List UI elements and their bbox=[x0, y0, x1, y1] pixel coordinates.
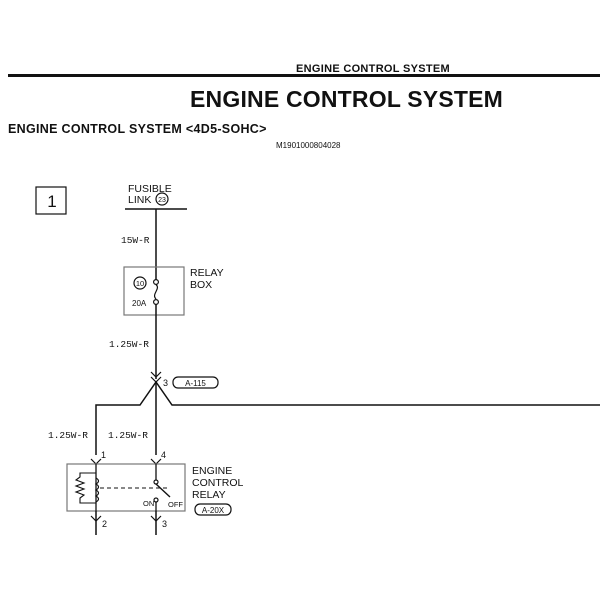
connector-a115-label-box bbox=[172, 376, 219, 389]
wire-label-left: 1.25W-R bbox=[48, 430, 88, 441]
relay-box-fuse-rating: 20A bbox=[132, 299, 147, 308]
ecr-switch-on-label: ON bbox=[143, 499, 154, 508]
ecr-switch-pivot bbox=[153, 479, 159, 485]
ecr-pin4-chevron bbox=[150, 458, 162, 465]
ecr-pin-bottom-right: 3 bbox=[162, 519, 167, 529]
ecr-pin-top-right: 4 bbox=[161, 450, 166, 460]
wire-label-mid: 1.25W-R bbox=[109, 339, 149, 350]
connector-a115-id: A-115 bbox=[185, 379, 206, 388]
relay-box-fuse-number-circle bbox=[133, 276, 147, 290]
document-code: M1901000804028 bbox=[276, 141, 341, 150]
ecr-connector-id: A-20X bbox=[202, 506, 225, 515]
section-number-box bbox=[35, 186, 67, 215]
ecr-switch-blade bbox=[155, 483, 171, 498]
fusible-link-label-line1: FUSIBLE bbox=[128, 183, 172, 195]
section-number: 1 bbox=[47, 192, 56, 211]
fuse-symbol bbox=[153, 284, 159, 300]
running-header-text: ENGINE CONTROL SYSTEM bbox=[296, 63, 450, 75]
wire-label-right: 1.25W-R bbox=[108, 430, 148, 441]
section-subtitle: ENGINE CONTROL SYSTEM <4D5-SOHC> bbox=[8, 122, 267, 136]
relay-box-outline bbox=[123, 266, 185, 316]
ecr-pin1-chevron bbox=[90, 458, 102, 465]
page-title: ENGINE CONTROL SYSTEM bbox=[190, 86, 504, 112]
relay-box-label-line1: RELAY bbox=[190, 267, 224, 279]
fuse-terminal-bottom bbox=[153, 299, 160, 306]
connector-a115-pin: 3 bbox=[163, 378, 168, 388]
ecr-label-line3: RELAY bbox=[192, 489, 226, 501]
ecr-switch-off-label: OFF bbox=[168, 500, 183, 509]
ecr-switch-contact bbox=[153, 497, 159, 503]
ecr-label-line2: CONTROL bbox=[192, 477, 243, 489]
ecr-label-line1: ENGINE bbox=[192, 465, 232, 477]
ecr-coil-symbol bbox=[94, 477, 100, 503]
fuse-terminal-top bbox=[153, 279, 160, 286]
relay-box-fuse-number: 10 bbox=[136, 279, 144, 288]
header-rule bbox=[8, 74, 600, 77]
connector-a20x-label-box bbox=[194, 503, 232, 516]
fusible-link-label-line2: LINK bbox=[128, 194, 151, 206]
ecr-pin2-chevron bbox=[90, 515, 102, 522]
wire-label-15w-r: 15W-R bbox=[121, 235, 150, 246]
relay-box-label-line2: BOX bbox=[190, 279, 212, 291]
ecr-pin-top-left: 1 bbox=[101, 450, 106, 460]
ecr-pin3-chevron bbox=[150, 515, 162, 522]
ecr-pin-bottom-left: 2 bbox=[102, 519, 107, 529]
running-header: ENGINE CONTROL SYSTEM bbox=[0, 60, 600, 75]
ecr-resistor bbox=[74, 472, 96, 504]
splice-branches bbox=[95, 380, 600, 455]
fusible-link-number-circle bbox=[155, 192, 169, 206]
connector-a115-chevron-upper bbox=[150, 371, 162, 378]
fusible-link-number: 23 bbox=[158, 197, 166, 204]
engine-control-relay-outline bbox=[66, 463, 186, 512]
